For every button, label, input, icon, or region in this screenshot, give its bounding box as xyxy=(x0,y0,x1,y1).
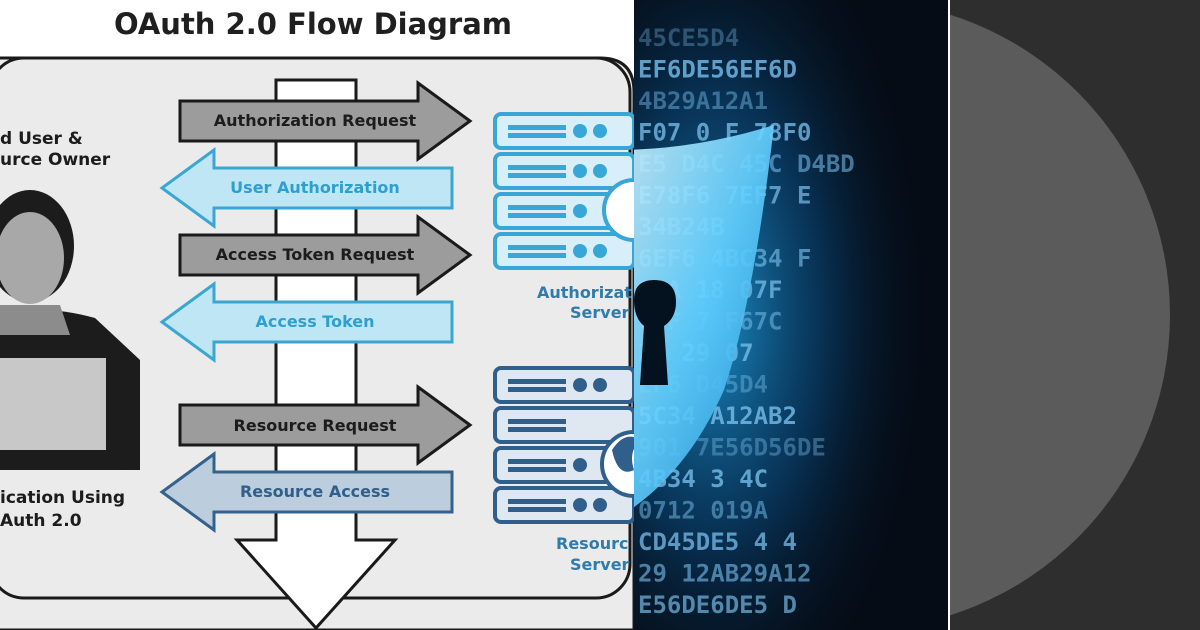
authorization-server-icon xyxy=(493,112,634,270)
arrow-access-token-request: Access Token Request xyxy=(178,214,473,296)
resource-server-icon xyxy=(493,366,634,524)
auth-server-label-line1: Authorizat xyxy=(537,283,632,302)
gray-disc-panel xyxy=(950,0,1200,630)
oauth-diagram-panel: OAuth 2.0 Flow Diagram d User & urce Own… xyxy=(0,7,634,630)
laptop-icon xyxy=(0,352,130,470)
keyhole-icon xyxy=(634,280,676,385)
gray-disc-image xyxy=(950,0,1200,630)
arrow-label: Authorization Request xyxy=(214,111,417,130)
arrow-resource-request: Resource Request xyxy=(178,384,473,466)
hex-code-row: EF6DE56EF6D xyxy=(638,56,797,84)
gray-disc xyxy=(950,14,1170,616)
arrow-label: Access Token xyxy=(255,312,374,331)
hex-code-row: 29 12AB29A12 xyxy=(638,560,811,588)
hex-code-row: CD45DE5 4 4 xyxy=(638,528,797,556)
auth-server-label-line2: Server xyxy=(570,303,630,322)
arrow-label: Resource Request xyxy=(234,416,397,435)
hex-code-row: 4B29A12A1 xyxy=(638,87,768,115)
user-label-line1: d User & xyxy=(0,129,83,149)
client-label-line1: ication Using xyxy=(0,488,125,508)
arrow-authorization-request: Authorization Request xyxy=(178,80,473,162)
hex-code-row: 45CE5D4 xyxy=(638,24,739,52)
resource-server-label-line2: Server xyxy=(570,555,630,574)
arrow-label: Resource Access xyxy=(240,482,390,501)
arrow-label: Access Token Request xyxy=(216,245,415,264)
shield-icon xyxy=(634,125,774,508)
oauth-diagram: OAuth 2.0 Flow Diagram d User & urce Own… xyxy=(0,7,634,630)
user-label-line2: urce Owner xyxy=(0,150,111,170)
resource-server-label-line1: Resourc xyxy=(556,534,628,553)
diagram-title: OAuth 2.0 Flow Diagram xyxy=(114,7,512,41)
hex-code-row: 0712 019A xyxy=(638,497,769,525)
arrow-access-token: Access Token xyxy=(159,281,454,363)
arrow-user-authorization: User Authorization xyxy=(159,147,454,229)
client-label-line2: Auth 2.0 xyxy=(0,511,82,531)
hex-code-row: E56DE6DE5 D xyxy=(638,591,797,619)
arrow-resource-access: Resource Access xyxy=(159,451,454,533)
arrow-label: User Authorization xyxy=(230,178,400,197)
